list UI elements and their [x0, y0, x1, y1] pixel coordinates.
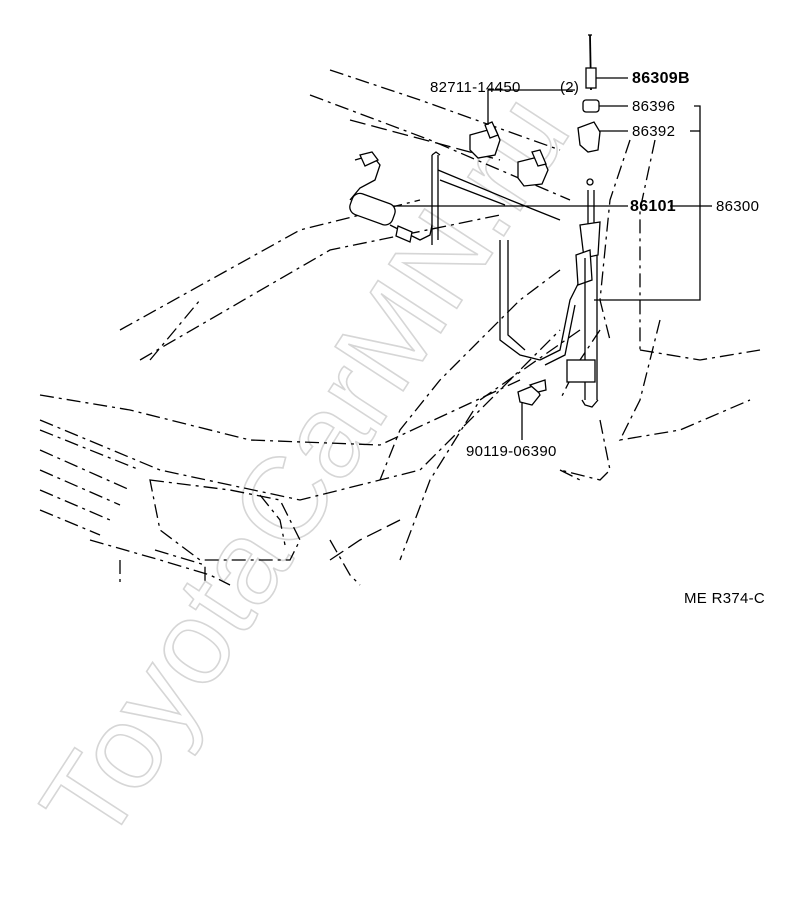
nut-part-number: 86396 — [632, 98, 675, 115]
cap-part-number: 86392 — [632, 123, 675, 140]
vehicle-outline — [39, 69, 761, 586]
antenna-assembly — [517, 34, 601, 408]
antenna-cable-plug — [349, 151, 433, 243]
antenna-assy-part-number: 86300 — [716, 198, 759, 215]
rod-part-number: 86309B — [632, 70, 690, 87]
clamp-parts — [469, 121, 549, 187]
reference-code: ME R374-C — [684, 590, 765, 607]
clamp-quantity: (2) — [560, 79, 579, 96]
cable-harness — [431, 151, 581, 366]
clamp-part-number: 82711-14450 — [430, 79, 521, 96]
antenna-body-part-number: 86101 — [630, 198, 676, 215]
leader-lines — [393, 77, 712, 440]
watermark: ToyotaCarMN.ru — [16, 72, 595, 864]
bolt-part-number: 90119-06390 — [466, 443, 557, 460]
